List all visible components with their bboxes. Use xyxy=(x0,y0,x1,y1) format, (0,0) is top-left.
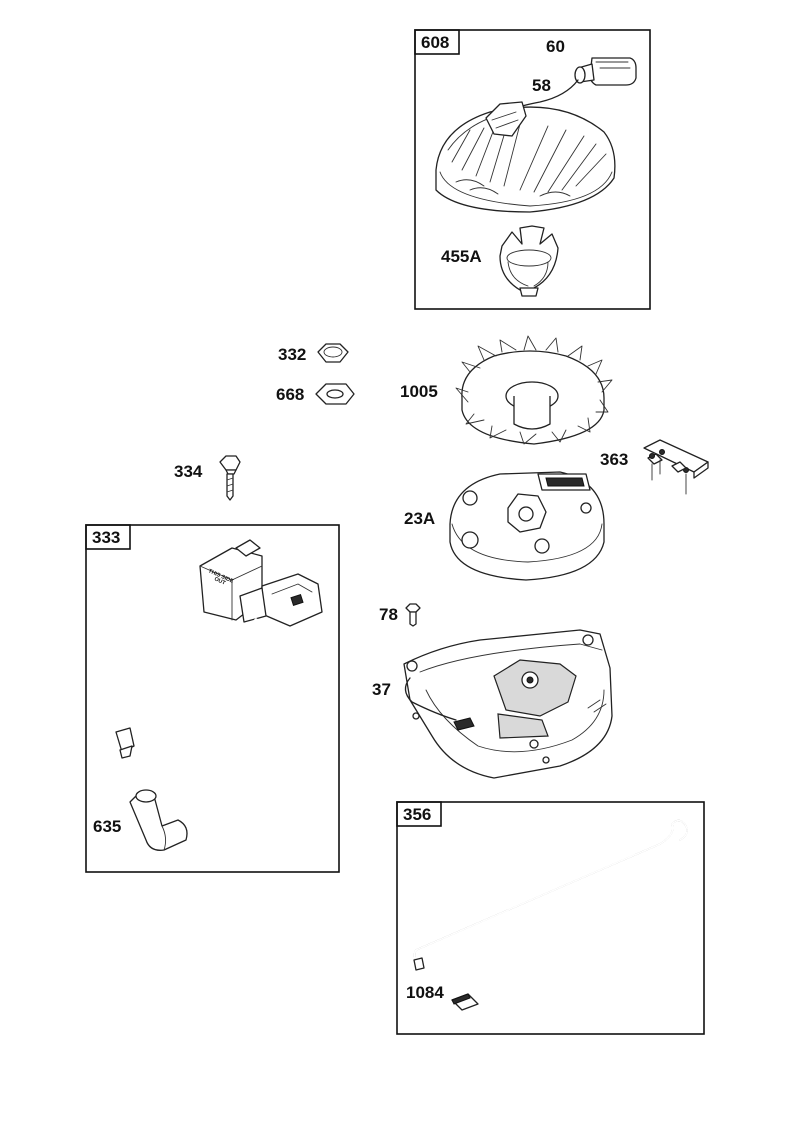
ignition-coil-tag-box xyxy=(85,524,131,550)
ignition-coil-group: 333 THIS SIDE OUT 635 xyxy=(85,524,340,873)
flywheel-fan xyxy=(455,335,613,445)
connector-label: 1084 xyxy=(406,983,444,1002)
ground-wire-tag-box xyxy=(396,801,442,827)
flywheel-fan-label: 1005 xyxy=(400,382,438,401)
pulley-cup xyxy=(499,225,559,297)
ground-wire xyxy=(413,819,688,971)
starter-cover xyxy=(435,101,616,213)
ignition-lead xyxy=(111,619,283,741)
starter-handle xyxy=(574,57,637,86)
recoil-starter-box xyxy=(414,29,651,310)
nut xyxy=(317,343,349,363)
coil-text-line-2: OUT xyxy=(213,576,227,586)
recoil-starter-group: 608 60 58 455A xyxy=(414,29,651,310)
ground-wire-group: 356 1084 xyxy=(396,801,705,1035)
spark-plug-boot xyxy=(129,789,188,851)
handle-label: 60 xyxy=(546,37,565,56)
ground-wire-box xyxy=(396,801,705,1035)
nut-label: 332 xyxy=(278,345,306,364)
pulley-cup-label: 455A xyxy=(441,247,482,266)
screw-label: 78 xyxy=(379,605,398,624)
wire-connector xyxy=(451,993,479,1011)
flywheel-label: 23A xyxy=(404,509,435,528)
blower-housing-label: 37 xyxy=(372,680,391,699)
lead-terminal xyxy=(115,727,135,759)
ignition-lead-core xyxy=(110,618,284,742)
bolt-label: 334 xyxy=(174,462,203,481)
ignition-coil: THIS SIDE OUT xyxy=(199,539,323,627)
ground-wire-tag: 356 xyxy=(403,805,431,824)
recoil-starter-tag-box xyxy=(414,29,460,55)
blower-housing xyxy=(403,629,613,779)
washer-label: 668 xyxy=(276,385,304,404)
rope-label: 58 xyxy=(532,76,551,95)
recoil-starter-tag: 608 xyxy=(421,33,449,52)
washer xyxy=(315,383,355,405)
ignition-coil-tag: 333 xyxy=(92,528,120,547)
bracket xyxy=(643,439,709,495)
bracket-label: 363 xyxy=(600,450,628,469)
screw xyxy=(405,603,421,627)
spark-plug-boot-label: 635 xyxy=(93,817,121,836)
ignition-coil-box xyxy=(85,524,340,873)
flywheel xyxy=(449,471,605,581)
bolt xyxy=(219,455,241,501)
